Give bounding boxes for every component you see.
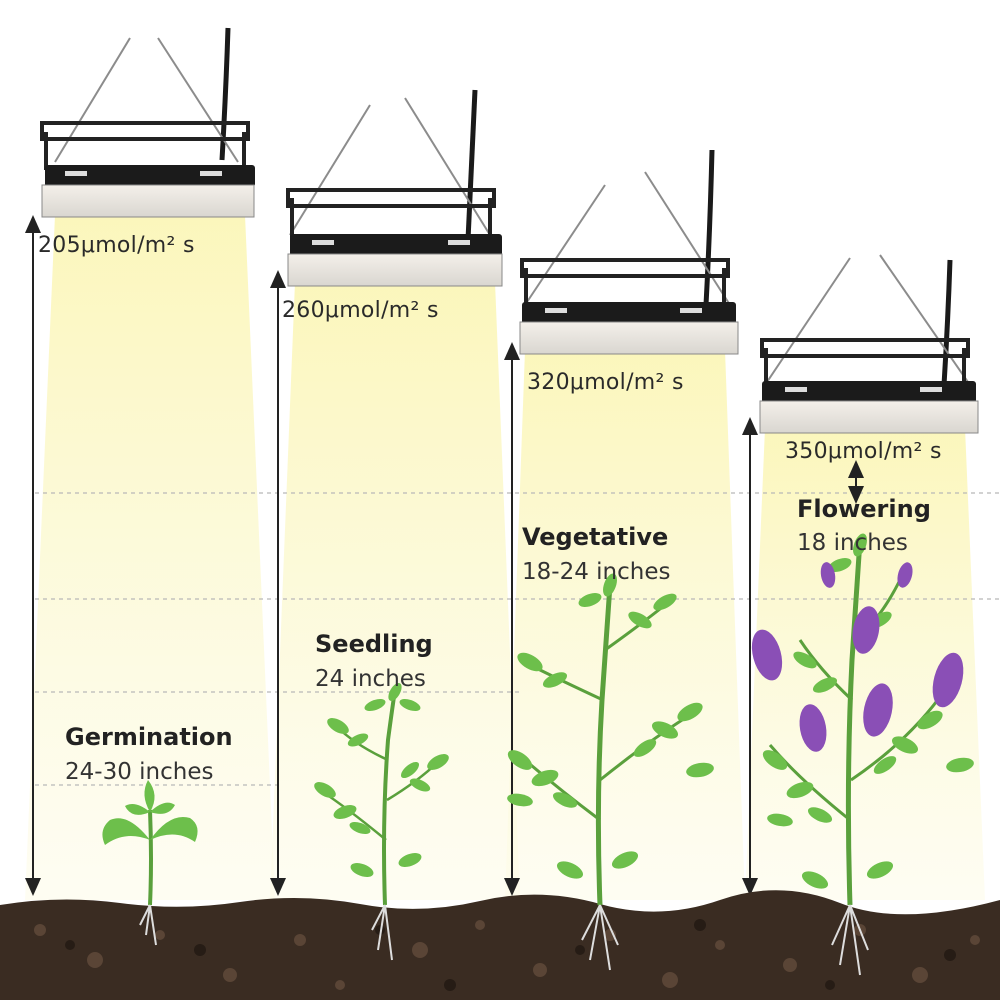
plant-flowering: [751, 533, 974, 976]
flower-clusters: [751, 562, 964, 752]
stage-name-vegetative: Vegetative: [522, 523, 669, 551]
stage-name-seedling: Seedling: [315, 630, 433, 658]
light-beams: [25, 215, 985, 900]
stage-distance-seedling: 24 inches: [315, 666, 426, 692]
stage-name-flowering: Flowering: [797, 495, 931, 523]
ppfd-label-vegetative: 320μmol/m² s: [527, 370, 684, 395]
stage-distance-flowering: 18 inches: [797, 530, 908, 556]
lamp-vegetative: [519, 149, 739, 355]
lamp-germination: [40, 27, 255, 218]
soil: [0, 890, 1000, 1000]
plant-germination: [102, 780, 198, 946]
light-beam-seedling: [270, 282, 520, 900]
lamp-flowering: [759, 254, 979, 434]
ppfd-label-seedling: 260μmol/m² s: [282, 298, 439, 323]
light-beam-germination: [25, 215, 275, 900]
plant-seedling: [314, 682, 449, 961]
ppfd-label-flowering: 350μmol/m² s: [785, 439, 942, 464]
plant-vegetative: [507, 573, 714, 971]
stage-distance-vegetative: 18-24 inches: [522, 559, 671, 585]
lamp-seedling: [286, 89, 503, 287]
light-beam-vegetative: [505, 350, 745, 900]
stage-name-germination: Germination: [65, 723, 233, 751]
stage-distance-germination: 24-30 inches: [65, 759, 214, 785]
ppfd-label-germination: 205μmol/m² s: [38, 233, 195, 258]
